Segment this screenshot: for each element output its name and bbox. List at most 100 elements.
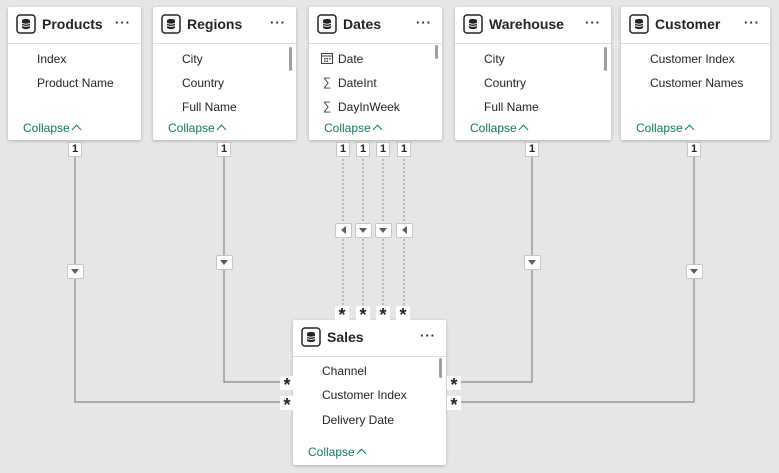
sigma-icon: ∑ xyxy=(322,75,332,89)
table-card-regions[interactable]: Regions ··· City Country Full Name Colla… xyxy=(153,7,296,140)
collapse-label: Collapse xyxy=(636,121,683,135)
collapse-button[interactable]: Collapse xyxy=(23,121,82,135)
arrow-left-icon xyxy=(402,226,407,234)
table-icon xyxy=(161,14,181,34)
field-dayinweek[interactable]: DayInWeek xyxy=(338,100,400,114)
chevron-up-icon xyxy=(684,124,695,135)
table-card-header[interactable]: Products ··· xyxy=(8,7,141,44)
cross-filter-direction-dates-1[interactable] xyxy=(335,223,352,238)
table-title: Warehouse xyxy=(489,16,564,32)
relationship-line-customer xyxy=(455,155,695,403)
field-country[interactable]: Country xyxy=(182,76,225,90)
arrow-down-icon xyxy=(690,269,698,274)
cardinality-one-dates-1: 1 xyxy=(336,142,350,157)
field-product-name[interactable]: Product Name xyxy=(37,76,114,90)
collapse-button[interactable]: Collapse xyxy=(168,121,227,135)
field-full-name[interactable]: Full Name xyxy=(484,100,539,114)
table-card-header[interactable]: Sales ··· xyxy=(293,320,446,357)
cross-filter-direction-dates-4[interactable] xyxy=(396,223,413,238)
table-title: Regions xyxy=(187,16,243,32)
more-options-icon[interactable]: ··· xyxy=(585,15,601,30)
cardinality-one-dates-4: 1 xyxy=(397,142,411,157)
table-card-header[interactable]: Warehouse ··· xyxy=(455,7,611,44)
collapse-label: Collapse xyxy=(23,121,70,135)
field-customer-names[interactable]: Customer Names xyxy=(650,76,744,90)
cardinality-one-customer: 1 xyxy=(687,142,701,157)
table-icon xyxy=(301,327,321,347)
collapse-button[interactable]: Collapse xyxy=(324,121,383,135)
table-icon xyxy=(317,14,337,34)
chevron-up-icon xyxy=(71,124,82,135)
arrow-down-icon xyxy=(379,228,387,233)
more-options-icon[interactable]: ··· xyxy=(416,15,432,30)
relationship-line-regions xyxy=(223,155,285,383)
field-dateint[interactable]: DateInt xyxy=(338,76,377,90)
arrow-down-icon xyxy=(528,260,536,265)
table-card-sales[interactable]: Sales ··· Channel Customer Index Deliver… xyxy=(293,320,446,465)
more-options-icon[interactable]: ··· xyxy=(115,15,131,30)
collapse-label: Collapse xyxy=(168,121,215,135)
field-customer-index[interactable]: Customer Index xyxy=(322,388,407,402)
field-delivery-date[interactable]: Delivery Date xyxy=(322,413,395,427)
table-card-header[interactable]: Dates ··· xyxy=(309,7,442,44)
table-card-customer[interactable]: Customer ··· Customer Index Customer Nam… xyxy=(621,7,770,140)
table-title: Customer xyxy=(655,16,721,32)
chevron-up-icon xyxy=(356,448,367,459)
field-full-name[interactable]: Full Name xyxy=(182,100,237,114)
cardinality-many-dates-3: * xyxy=(376,306,390,324)
table-card-header[interactable]: Regions ··· xyxy=(153,7,296,44)
relationship-line-warehouse xyxy=(455,155,533,383)
sigma-icon: ∑ xyxy=(322,99,332,113)
cardinality-many-warehouse: * xyxy=(447,376,461,394)
cross-filter-direction-products[interactable] xyxy=(67,264,84,279)
arrow-down-icon xyxy=(71,269,79,274)
arrow-down-icon xyxy=(359,228,367,233)
table-title: Dates xyxy=(343,16,382,32)
field-customer-index[interactable]: Customer Index xyxy=(650,52,735,66)
field-city[interactable]: City xyxy=(484,52,505,66)
table-title: Products xyxy=(42,16,103,32)
arrow-left-icon xyxy=(341,226,346,234)
table-icon xyxy=(16,14,36,34)
scrollbar[interactable] xyxy=(439,358,442,378)
field-city[interactable]: City xyxy=(182,52,203,66)
cardinality-many-dates-1: * xyxy=(335,306,349,324)
field-date[interactable]: Date xyxy=(338,52,364,66)
field-channel[interactable]: Channel xyxy=(322,364,367,378)
cardinality-many-regions: * xyxy=(280,376,294,394)
cardinality-many-dates-4: * xyxy=(396,306,410,324)
more-options-icon[interactable]: ··· xyxy=(744,15,760,30)
more-options-icon[interactable]: ··· xyxy=(420,328,436,343)
calendar-icon xyxy=(321,53,333,64)
scrollbar[interactable] xyxy=(604,47,607,71)
cross-filter-direction-regions[interactable] xyxy=(216,255,233,270)
collapse-button[interactable]: Collapse xyxy=(470,121,529,135)
collapse-button[interactable]: Collapse xyxy=(308,445,367,459)
table-card-header[interactable]: Customer ··· xyxy=(621,7,770,44)
more-options-icon[interactable]: ··· xyxy=(270,15,286,30)
collapse-label: Collapse xyxy=(308,445,355,459)
table-card-products[interactable]: Products ··· Index Product Name Collapse xyxy=(8,7,141,140)
scrollbar[interactable] xyxy=(289,47,292,71)
table-card-dates[interactable]: Dates ··· Date ∑ DateInt ∑ DayInWeek Col… xyxy=(309,7,442,140)
collapse-label: Collapse xyxy=(470,121,517,135)
cross-filter-direction-customer[interactable] xyxy=(686,264,703,279)
scrollbar[interactable] xyxy=(435,45,438,59)
cardinality-one-products: 1 xyxy=(68,142,82,157)
chevron-up-icon xyxy=(372,124,383,135)
relationship-line-products xyxy=(74,155,285,403)
cross-filter-direction-dates-2[interactable] xyxy=(355,223,372,238)
table-card-warehouse[interactable]: Warehouse ··· City Country Full Name Col… xyxy=(455,7,611,140)
collapse-button[interactable]: Collapse xyxy=(636,121,695,135)
cardinality-one-dates-3: 1 xyxy=(376,142,390,157)
cardinality-one-warehouse: 1 xyxy=(525,142,539,157)
cross-filter-direction-dates-3[interactable] xyxy=(375,223,392,238)
field-country[interactable]: Country xyxy=(484,76,527,90)
chevron-up-icon xyxy=(216,124,227,135)
cardinality-many-dates-2: * xyxy=(356,306,370,324)
cross-filter-direction-warehouse[interactable] xyxy=(524,255,541,270)
cardinality-one-regions: 1 xyxy=(217,142,231,157)
chevron-up-icon xyxy=(518,124,529,135)
field-index[interactable]: Index xyxy=(37,52,67,66)
